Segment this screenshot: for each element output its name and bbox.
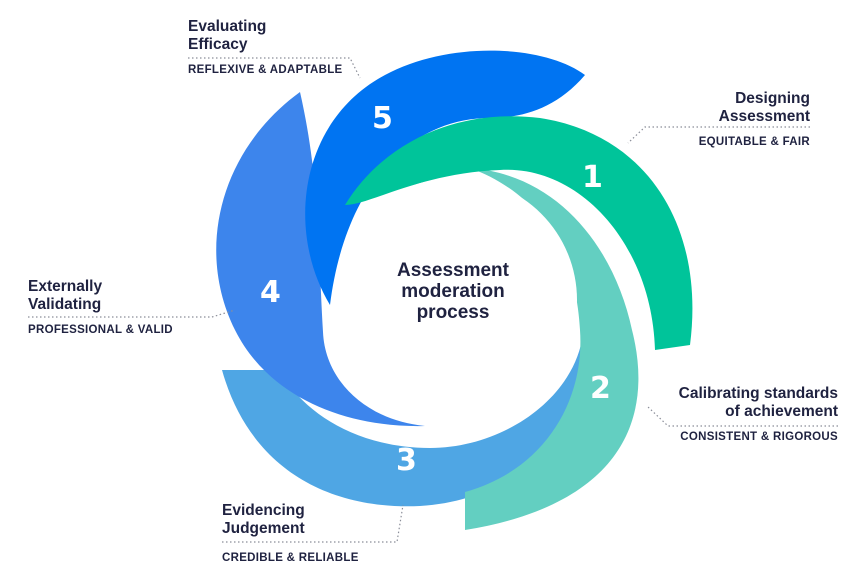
step-3-title-line-1: Evidencing	[222, 502, 305, 519]
segment-2-calibrating	[465, 168, 639, 530]
step-2-title-line-2: of achievement	[725, 403, 838, 420]
step-3-subtitle: CREDIBLE & RELIABLE	[222, 552, 359, 564]
leader-line-5	[188, 57, 361, 79]
leader-line-2	[647, 406, 838, 427]
step-4-title-line-2: Validating	[28, 296, 102, 313]
center-circle	[333, 178, 577, 422]
segment-3-number: 3	[396, 443, 417, 478]
leader-line-1	[627, 126, 810, 144]
leader-line-4	[28, 309, 236, 318]
segment-1-designing	[345, 116, 693, 351]
step-3-label: Evidencing Judgement CREDIBLE & RELIABLE	[222, 502, 442, 564]
step-2-label: Calibrating standards of achievement CON…	[600, 385, 838, 443]
step-5-label: Evaluating Efficacy REFLEXIVE & ADAPTABL…	[188, 18, 408, 76]
step-1-label: Designing Assessment EQUITABLE & FAIR	[600, 90, 810, 148]
segment-5-evaluating	[305, 50, 585, 305]
segment-4-validating	[216, 92, 425, 427]
center-text-line-2: moderation	[401, 281, 504, 302]
segment-4-number: 4	[260, 275, 281, 310]
step-5-title-line-1: Evaluating	[188, 18, 267, 35]
step-1-title-line-2: Assessment	[718, 108, 810, 125]
step-4-label: Externally Validating PROFESSIONAL & VAL…	[28, 278, 248, 336]
segment-2-number: 2	[590, 371, 611, 406]
step-4-title-line-1: Externally	[28, 278, 103, 295]
step-5-title-line-2: Efficacy	[188, 36, 248, 53]
step-4-subtitle: PROFESSIONAL & VALID	[28, 324, 173, 336]
step-3-title-line-2: Judgement	[222, 520, 305, 537]
step-1-subtitle: EQUITABLE & FAIR	[698, 136, 810, 148]
segment-1-number: 1	[582, 160, 603, 195]
step-1-title-line-1: Designing	[735, 90, 810, 107]
center-text-line-1: Assessment	[397, 260, 510, 281]
step-5-subtitle: REFLEXIVE & ADAPTABLE	[188, 64, 343, 76]
step-2-title-line-1: Calibrating standards	[678, 385, 838, 402]
segment-5-number: 5	[372, 101, 393, 136]
segment-3-evidencing	[222, 340, 583, 507]
center-text-line-3: process	[417, 302, 490, 323]
step-2-subtitle: CONSISTENT & RIGOROUS	[680, 431, 838, 443]
